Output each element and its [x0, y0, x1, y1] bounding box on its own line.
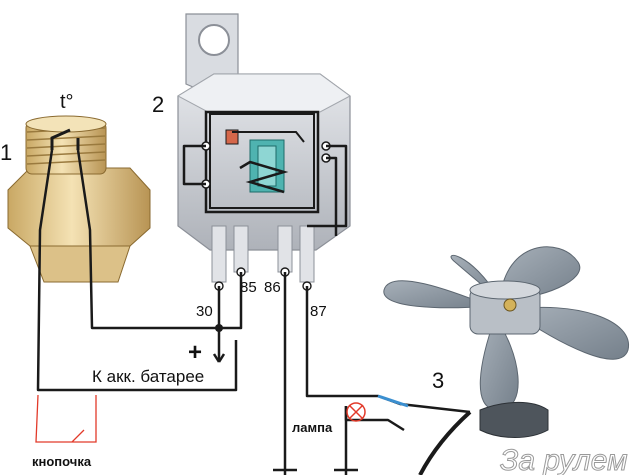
battery-label: К акк. батарее [92, 367, 204, 386]
fan-number: 3 [432, 368, 444, 393]
relay-number: 2 [152, 92, 164, 117]
button-label: кнопочка [32, 454, 92, 469]
sensor-number: 1 [0, 140, 12, 165]
temperature-symbol: t° [60, 91, 74, 113]
lamp-label: лампа [292, 420, 333, 435]
pin-85-label: 85 [240, 279, 257, 296]
junction-dot [215, 324, 223, 332]
watermark-logo: За рулем [500, 444, 628, 475]
blue-wire [377, 394, 409, 408]
temperature-sensor [7, 115, 151, 283]
pin-30-label: 30 [196, 303, 213, 320]
pin-86-label: 86 [264, 279, 281, 296]
wiring [36, 144, 471, 475]
electric-fan [383, 246, 629, 475]
lamp-symbol [346, 402, 366, 422]
button-sketch [35, 394, 97, 443]
plus-sign: + [188, 339, 202, 366]
pin-87-label: 87 [310, 303, 327, 320]
relay [176, 13, 351, 291]
